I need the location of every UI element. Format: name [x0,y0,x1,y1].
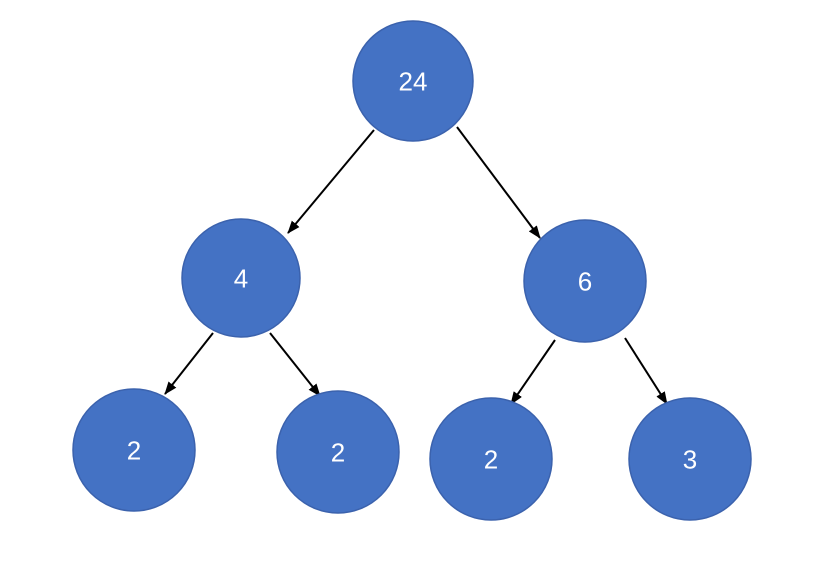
tree-edge-arrow-n-4-n-2a [164,332,214,395]
tree-edge-arrow-n-6-n-2c [510,339,556,405]
tree-node-label: 2 [127,435,141,465]
tree-node-label: 3 [683,444,697,474]
tree-node-n-2b: 2 [276,390,400,514]
tree-node-label: 4 [234,263,248,293]
tree-node-label: 6 [578,266,592,296]
tree-node-circle [628,397,752,521]
tree-edge-arrow-n-24-n-4 [287,129,375,234]
tree-node-n-4: 4 [181,218,301,338]
tree-node-label: 2 [331,437,345,467]
tree-node-n-2c: 2 [429,397,553,521]
tree-node-circle [429,397,553,521]
tree-edge-arrow-n-4-n-2b [269,332,321,397]
tree-node-circle [276,390,400,514]
tree-node-n-2a: 2 [72,388,196,512]
tree-edge-arrow-n-6-n-3 [624,337,668,405]
tree-node-n-6: 6 [523,219,647,343]
tree-node-circle [72,388,196,512]
tree-node-circle [523,219,647,343]
tree-edge-arrow-n-24-n-6 [456,126,541,239]
tree-node-n-3: 3 [628,397,752,521]
tree-node-circle [181,218,301,338]
tree-node-circle [352,20,474,142]
tree-node-label: 24 [399,66,428,96]
tree-node-label: 2 [484,444,498,474]
tree-node-n-24: 24 [352,20,474,142]
